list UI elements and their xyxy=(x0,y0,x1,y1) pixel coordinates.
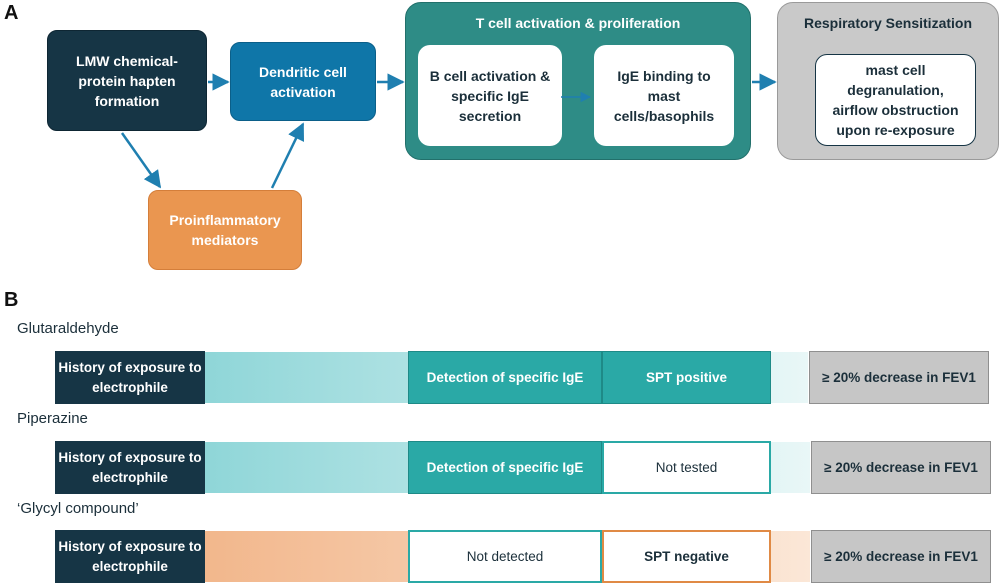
hapten-formation-text: LMW chemical-protein hapten formation xyxy=(76,52,178,109)
row-label-glycyl-compound: ‘Glycyl compound’ xyxy=(17,500,139,517)
panel-b-label: B xyxy=(4,289,19,311)
ige-binding-box: IgE binding to mast cells/basophils xyxy=(594,45,734,146)
row-1-history-box: History of exposure to electrophile xyxy=(55,351,205,404)
row-3-detection-text: Not detected xyxy=(466,548,544,564)
row-1-spt-box: SPT positive xyxy=(602,351,771,404)
row-label-piperazine: Piperazine xyxy=(17,410,88,427)
row-2-fev-text: ≥ 20% decrease in FEV1 xyxy=(824,459,978,475)
row-3-detection-box: Not detected xyxy=(408,530,602,583)
panel-a-label: A xyxy=(4,2,19,24)
respiratory-group-title: Respiratory Sensitization xyxy=(803,15,973,31)
row-1-detection-text: Detection of specific IgE xyxy=(426,369,584,385)
arrow-hapten-to-proinflammatory xyxy=(120,132,162,189)
proinflammatory-text: Proinflammatory mediators xyxy=(169,212,281,248)
row-1-spt-text: SPT positive xyxy=(645,369,728,385)
row-2-spt-box: Not tested xyxy=(602,441,771,494)
row-3-fev-box: ≥ 20% decrease in FEV1 xyxy=(811,530,991,583)
row-2-detection-text: Detection of specific IgE xyxy=(426,459,584,475)
row-2-history-text: History of exposure to electrophile xyxy=(58,449,202,485)
row-3-history-box: History of exposure to electrophile xyxy=(55,530,205,583)
mast-cell-text: mast cell degranulation, airflow obstruc… xyxy=(832,62,959,138)
row-1-fev-text: ≥ 20% decrease in FEV1 xyxy=(822,369,976,385)
row-1-history-text: History of exposure to electrophile xyxy=(58,359,202,395)
row-1-detection-box: Detection of specific IgE xyxy=(408,351,602,404)
arrow-proinflammatory-to-dendritic xyxy=(270,122,305,189)
row-3-history-text: History of exposure to electrophile xyxy=(58,538,202,574)
bcell-box: B cell activation & specific IgE secreti… xyxy=(418,45,562,146)
bcell-text: B cell activation & specific IgE secreti… xyxy=(429,67,551,124)
row-2-fev-box: ≥ 20% decrease in FEV1 xyxy=(811,441,991,494)
mast-cell-box: mast cell degranulation, airflow obstruc… xyxy=(815,54,976,146)
row-1-fev-box: ≥ 20% decrease in FEV1 xyxy=(809,351,989,404)
dendritic-cell-box: Dendritic cell activation xyxy=(230,42,376,121)
dendritic-cell-text: Dendritic cell activation xyxy=(259,63,347,100)
ige-binding-text: IgE binding to mast cells/basophils xyxy=(613,67,715,124)
row-3-spt-box: SPT negative xyxy=(602,530,771,583)
tcell-group: T cell activation & proliferation B cell… xyxy=(405,2,751,160)
tcell-group-title: T cell activation & proliferation xyxy=(475,15,681,31)
row-3-fev-text: ≥ 20% decrease in FEV1 xyxy=(824,548,978,564)
respiratory-group: Respiratory Sensitization mast cell degr… xyxy=(777,2,999,160)
row-3-spt-text: SPT negative xyxy=(644,548,729,564)
proinflammatory-box: Proinflammatory mediators xyxy=(148,190,302,270)
row-2-history-box: History of exposure to electrophile xyxy=(55,441,205,494)
row-2-spt-text: Not tested xyxy=(655,459,718,475)
row-label-glutaraldehyde: Glutaraldehyde xyxy=(17,320,119,337)
hapten-formation-box: LMW chemical-protein hapten formation xyxy=(47,30,207,131)
row-2-detection-box: Detection of specific IgE xyxy=(408,441,602,494)
